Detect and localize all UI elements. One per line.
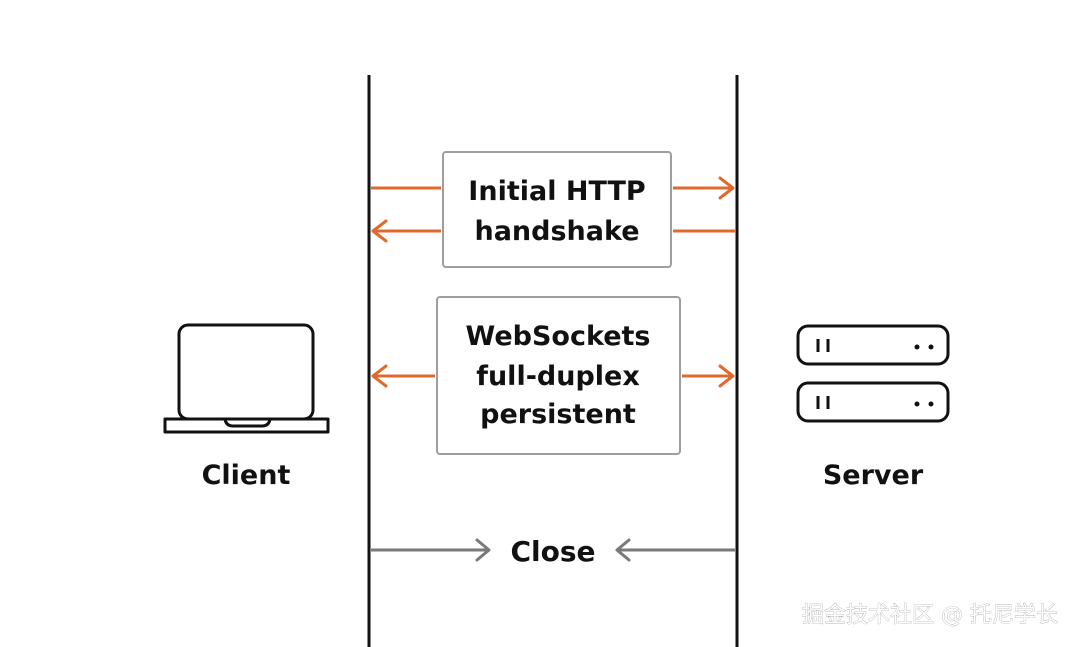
websocket-group: WebSockets full-duplex persistent: [371, 296, 735, 455]
websocket-box: [436, 296, 681, 455]
websocket-label-line1: WebSockets: [466, 321, 651, 352]
close-label: Close: [510, 535, 595, 568]
handshake-label-line1: Initial HTTP: [468, 176, 645, 207]
handshake-box: [442, 151, 672, 268]
handshake-response-arrowhead: [371, 219, 388, 243]
websocket-right-arrowhead: [718, 364, 735, 388]
watermark-text: 掘金技术社区 @ 托尼学长: [802, 603, 1058, 628]
close-group: Close: [371, 535, 735, 568]
handshake-label-line2: handshake: [474, 216, 639, 247]
websocket-label-line2: full-duplex: [476, 361, 640, 392]
websocket-label-line3: persistent: [480, 399, 636, 430]
close-right-arrowhead: [615, 538, 631, 562]
server-label: Server: [823, 460, 924, 491]
server-icon: [796, 324, 950, 423]
client-label: Client: [202, 460, 291, 491]
laptop-icon: [163, 323, 330, 434]
handshake-request-arrowhead: [718, 176, 735, 200]
handshake-group: Initial HTTP handshake: [371, 151, 735, 268]
websocket-left-arrowhead: [371, 364, 388, 388]
close-left-arrowhead: [475, 538, 491, 562]
